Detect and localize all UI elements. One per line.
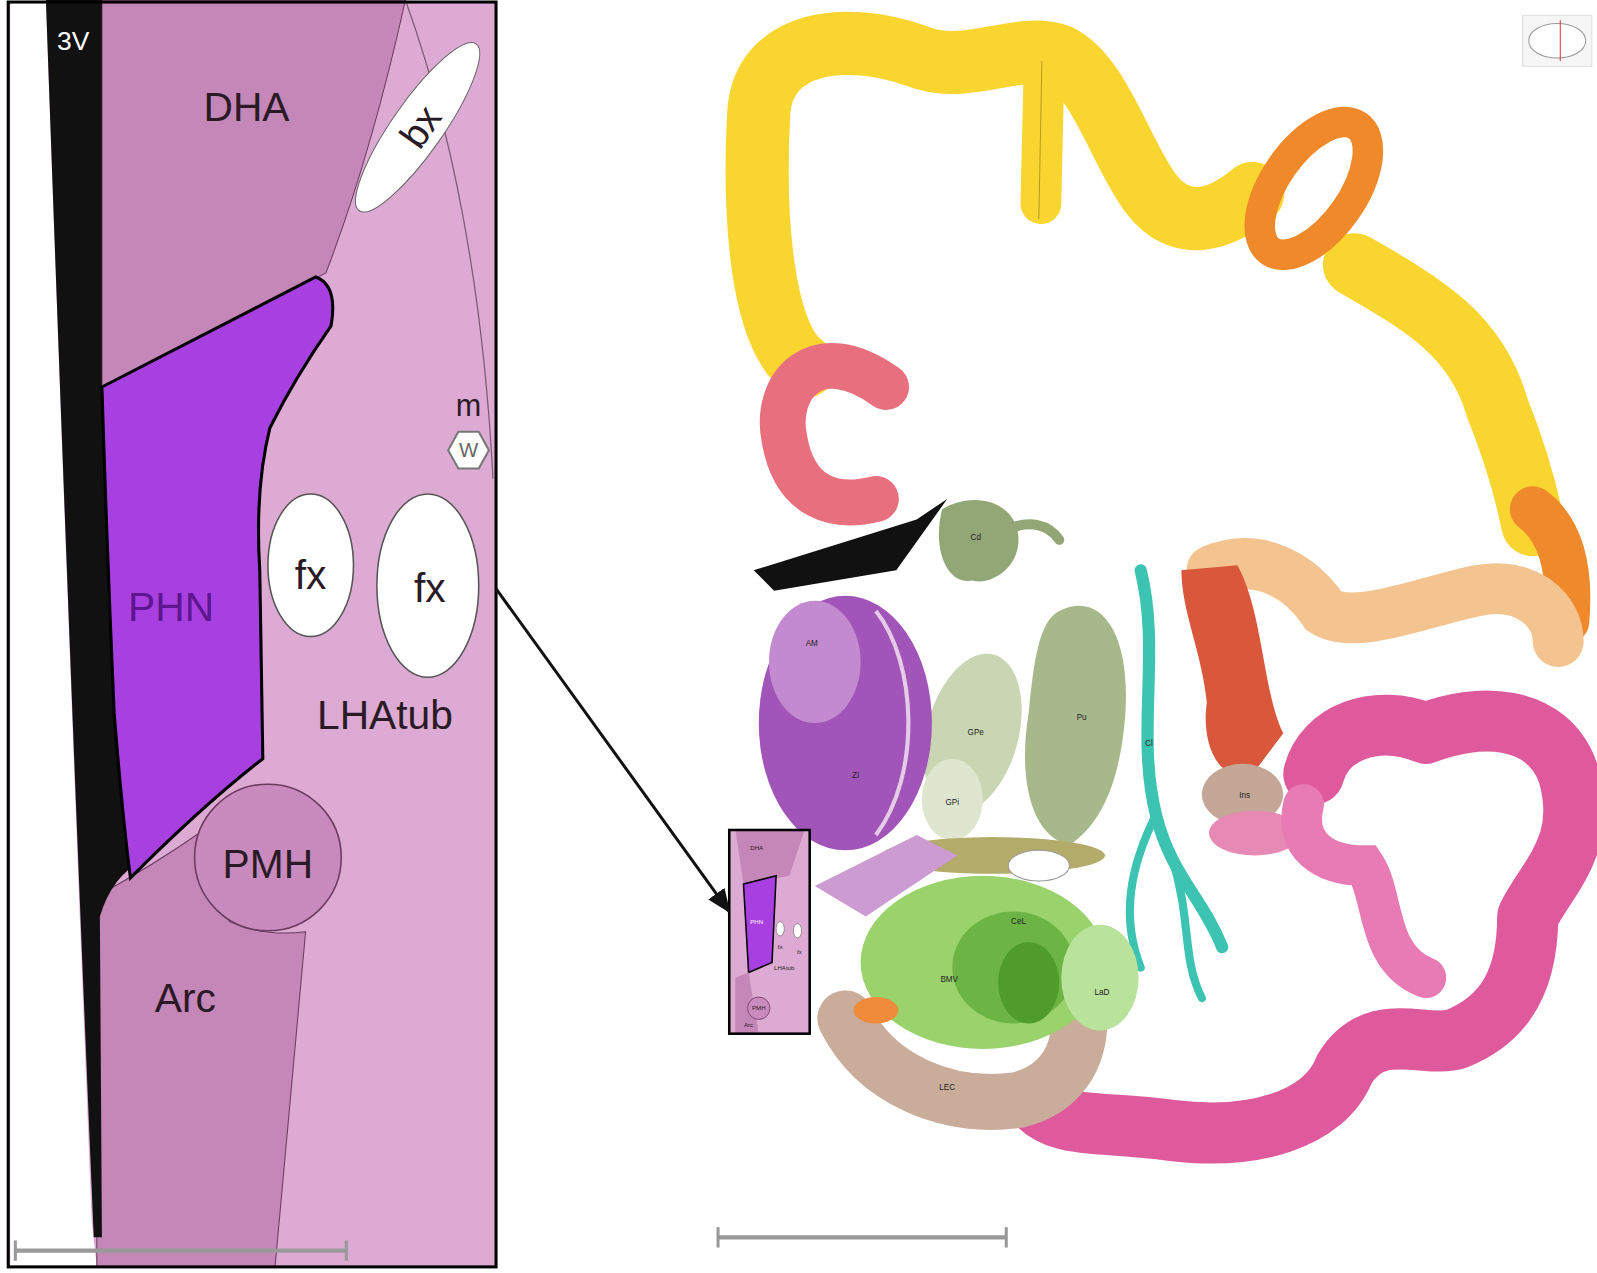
scale-bar-tick (345, 1240, 348, 1260)
orientation-thumbnail (1523, 15, 1592, 66)
structure-label: LaD (1095, 989, 1110, 997)
cortex-band (1034, 721, 1574, 1133)
node-text: fx (295, 555, 327, 596)
hypothalamus-region (815, 835, 958, 916)
tract-label: bx (382, 87, 458, 168)
marker-label: m (456, 390, 481, 421)
node-text: PMH (223, 843, 313, 884)
scale-bar-tick (1005, 1227, 1008, 1247)
nucleus-circle: PMH (195, 784, 342, 931)
node-text: DHA (750, 845, 763, 851)
cortex-band (1212, 564, 1558, 642)
posterior-nucleus-region (102, 277, 333, 878)
amygdala-region (853, 997, 898, 1023)
sulcus-line (1039, 61, 1042, 219)
structure-label: CeL (1011, 918, 1026, 926)
highlighted-region: PHN (112, 570, 255, 641)
cortex-band (757, 43, 1253, 366)
region-label: LHAtub (300, 479, 496, 764)
inset-source-region (735, 830, 804, 884)
hexagon-marker (448, 432, 489, 469)
node-text: Arc (744, 1022, 753, 1028)
amygdala-region (952, 911, 1074, 1023)
cortex-band (783, 366, 886, 503)
pallidum-region (922, 759, 983, 840)
thumbnail-brain (1529, 23, 1586, 58)
cortex-band (1302, 805, 1426, 978)
tract-bundle (1008, 850, 1069, 881)
marker-label: W (459, 440, 478, 460)
scale-bar (15, 1249, 346, 1253)
tract-label: fx (385, 550, 471, 621)
region-label: DHA (112, 61, 377, 153)
structure-label: BMV (940, 976, 958, 984)
node-text: LHAtub (317, 695, 453, 736)
putamen-region (1025, 606, 1126, 845)
structure-label: LEC (939, 1084, 955, 1092)
cortex-band (1238, 104, 1389, 274)
node-text: fx (778, 944, 783, 950)
node-text: 3V (57, 27, 89, 53)
scale-bar-tick (14, 1240, 17, 1260)
caudate-region (939, 500, 1019, 581)
node-text: fx (414, 567, 446, 608)
premammillary-region (195, 784, 342, 931)
cortex-region (1181, 565, 1283, 775)
tract-label: fx (270, 535, 351, 606)
structure-label: GPi (946, 798, 960, 806)
caudate-tail (1008, 524, 1059, 539)
structure-label: Pu (1077, 714, 1087, 722)
node-text: LHAtub (774, 964, 794, 970)
structure-label: Cl (1145, 739, 1153, 747)
fornix-bundle (377, 494, 479, 677)
inset-source-ground (729, 830, 809, 1034)
structure-label: ZI (852, 772, 859, 780)
node-text: PMH (752, 1005, 766, 1011)
claustrum-band (1130, 815, 1202, 998)
thalamus-region (769, 601, 861, 723)
node-text: Arc (155, 978, 216, 1019)
lateral-ventricle (754, 499, 947, 591)
node-text: PHN (750, 919, 763, 925)
scale-bar (718, 1235, 1006, 1239)
ventricle-label: 3V (46, 15, 107, 66)
structure-label: GPe (968, 729, 984, 737)
inset-frame (8, 2, 496, 1267)
pointer-arrow (496, 589, 729, 912)
inset-source-bundle (793, 924, 801, 938)
tract-bundle (338, 29, 497, 225)
thumbnail-section-line (1560, 20, 1561, 61)
inset-source-box: DHA PHN fx fxLHAtubPMH Arc (729, 830, 809, 1034)
node-text: PHN (128, 587, 214, 628)
node-text: DHA (203, 87, 289, 128)
structure-label: AM (806, 640, 818, 648)
fornix-bundle (268, 494, 354, 637)
inset-source-region (744, 876, 777, 973)
node-text: fx (797, 949, 802, 955)
inset-source-frame (729, 830, 809, 1034)
node-text: bx (393, 99, 448, 155)
region-label: Arc (102, 917, 296, 1070)
thalamus-boundary (876, 611, 908, 835)
thalamus-region (759, 596, 932, 851)
amygdala-region (998, 942, 1059, 1023)
inset-source-bundle (776, 922, 784, 936)
amygdala-region (1061, 925, 1138, 1031)
cortex-band (1355, 265, 1533, 525)
structure-label: Cd (971, 534, 981, 542)
scale-bar-tick (717, 1227, 720, 1247)
structure-label: Ins (1239, 792, 1250, 800)
inset-source-region (748, 997, 770, 1019)
